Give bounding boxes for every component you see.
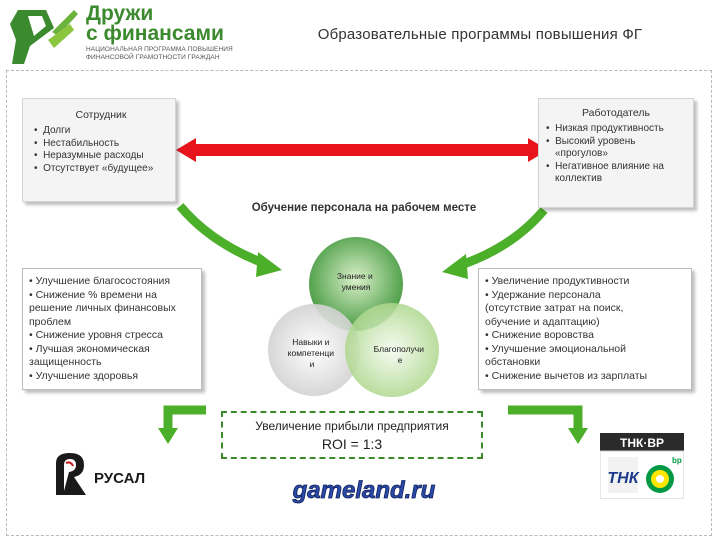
venn-label-right-1: Благополучи: [374, 344, 425, 354]
employee-benefit-line: решение личных финансовых: [29, 302, 176, 314]
rusal-wordmark: РУСАЛ: [94, 470, 145, 487]
training-title: Обучение персонала на рабочем месте: [251, 202, 477, 214]
gameland-logo: gameland.ru: [284, 475, 444, 504]
employer-benefit-line: (отсутствие затрат на поиск,: [485, 302, 624, 314]
svg-text:ТНК: ТНК: [607, 470, 639, 487]
tnkbp-logo: ТНК·ВР ТНК bp: [600, 433, 684, 499]
employer-benefit-line: • Снижение вычетов из зарплаты: [485, 369, 648, 382]
list-item: Нестабильность: [33, 138, 169, 151]
employee-benefits-box: • Улучшение благосостояния • Снижение % …: [22, 268, 202, 390]
logo-subtitle-line1: НАЦИОНАЛЬНАЯ ПРОГРАММА ПОВЫШЕНИЯ: [86, 46, 233, 53]
bp-helios-icon: bp: [646, 456, 682, 493]
employer-benefit-line: • Улучшение эмоциональной: [485, 342, 626, 355]
green-arrow-left-to-venn-icon: [176, 203, 268, 269]
employer-benefit-line: • Снижение воровства: [485, 329, 594, 341]
venn-label-top-1: Знание и: [337, 271, 373, 281]
venn-label-right-2: е: [398, 355, 403, 365]
gameland-wordmark: gameland.ru: [292, 477, 436, 504]
employer-title: Работодатель: [582, 107, 650, 119]
result-box: Увеличение прибыли предприятия ROI = 1:3: [221, 411, 483, 459]
green-arrow-right-to-venn-icon: [456, 207, 548, 271]
employee-benefit-line: • Улучшение благосостояния: [29, 275, 171, 287]
svg-text:Знание и умения: Знание и умения: [337, 271, 375, 292]
employee-benefit-line: • Снижение уровня стресса: [29, 329, 163, 341]
venn-label-left-1: Навыки и: [292, 337, 329, 347]
employee-benefit-line: проблем: [29, 315, 72, 328]
logo-title-line2: с финансами: [86, 22, 224, 45]
tnkbp-wordmark: ТНК·ВР: [620, 436, 664, 450]
logo-title-line1: Дружи: [86, 2, 154, 25]
green-arrow-to-rusal-icon: [158, 405, 206, 444]
employee-title: Сотрудник: [75, 109, 127, 121]
employee-benefit-line: • Улучшение здоровья: [29, 369, 139, 382]
employer-benefit-line: обстановки: [485, 356, 541, 368]
venn-circle-skills: [268, 304, 360, 396]
tnk-emblem-icon: ТНК: [607, 457, 640, 493]
venn-label-left-2: компетенци: [288, 348, 335, 358]
list-item: Неразумные расходы: [33, 150, 169, 163]
employee-benefit-line: • Снижение % времени на: [29, 288, 157, 301]
friends-with-finance-logo-icon: [10, 10, 78, 64]
employer-benefit-line: • Увеличение продуктивности: [485, 275, 630, 287]
employer-box: Работодатель Низкая продуктивность Высок…: [538, 98, 694, 208]
green-arrow-to-tnkbp-icon: [508, 405, 588, 444]
employee-benefit-line: защищенность: [29, 356, 102, 368]
rusal-emblem-icon: [56, 453, 86, 495]
bp-wordmark: bp: [672, 456, 682, 465]
list-item: Долги: [33, 125, 169, 138]
venn-label-top-2: умения: [342, 282, 371, 292]
logo-subtitle: НАЦИОНАЛЬНАЯ ПРОГРАММА ПОВЫШЕНИЯ ФИНАНСО…: [86, 46, 236, 62]
venn-circle-wellbeing: [345, 303, 439, 397]
employer-problems-list: Низкая продуктивность Высокий уровень «п…: [545, 123, 687, 186]
diagram-frame: [6, 70, 712, 536]
list-item: Отсутствует «будущее»: [33, 163, 169, 176]
rusal-logo: РУСАЛ: [56, 453, 145, 495]
logo-subtitle-line2: ФИНАНСОВОЙ ГРАМОТНОСТИ ГРАЖДАН: [86, 54, 220, 61]
svg-text:Благополучи е: Благополучи е: [374, 344, 427, 365]
logo-title: Дружи с финансами: [86, 2, 256, 45]
list-item: Высокий уровень «прогулов»: [545, 136, 687, 161]
venn-label-left-3: и: [310, 359, 315, 369]
red-double-arrow-icon: [176, 138, 548, 162]
svg-text:Навыки и компетенци и: Навыки и компетенци и: [288, 337, 337, 369]
result-profit-text: Увеличение прибыли предприятия: [255, 419, 449, 433]
employer-benefit-line: обучение и адаптацию): [485, 315, 600, 328]
employer-benefit-line: • Удержание персонала: [485, 288, 601, 301]
employee-box: Сотрудник Долги Нестабильность Неразумны…: [22, 98, 176, 202]
list-item: Низкая продуктивность: [545, 123, 687, 136]
employer-benefits-box: • Увеличение продуктивности • Удержание …: [478, 268, 692, 390]
page-title: Образовательные программы повышения ФГ: [317, 26, 643, 43]
employee-problems-list: Долги Нестабильность Неразумные расходы …: [33, 125, 169, 175]
list-item: Негативное влияние на коллектив: [545, 161, 687, 186]
result-roi-text: ROI = 1:3: [321, 436, 383, 452]
employee-benefit-line: • Лучшая экономическая: [29, 342, 150, 355]
